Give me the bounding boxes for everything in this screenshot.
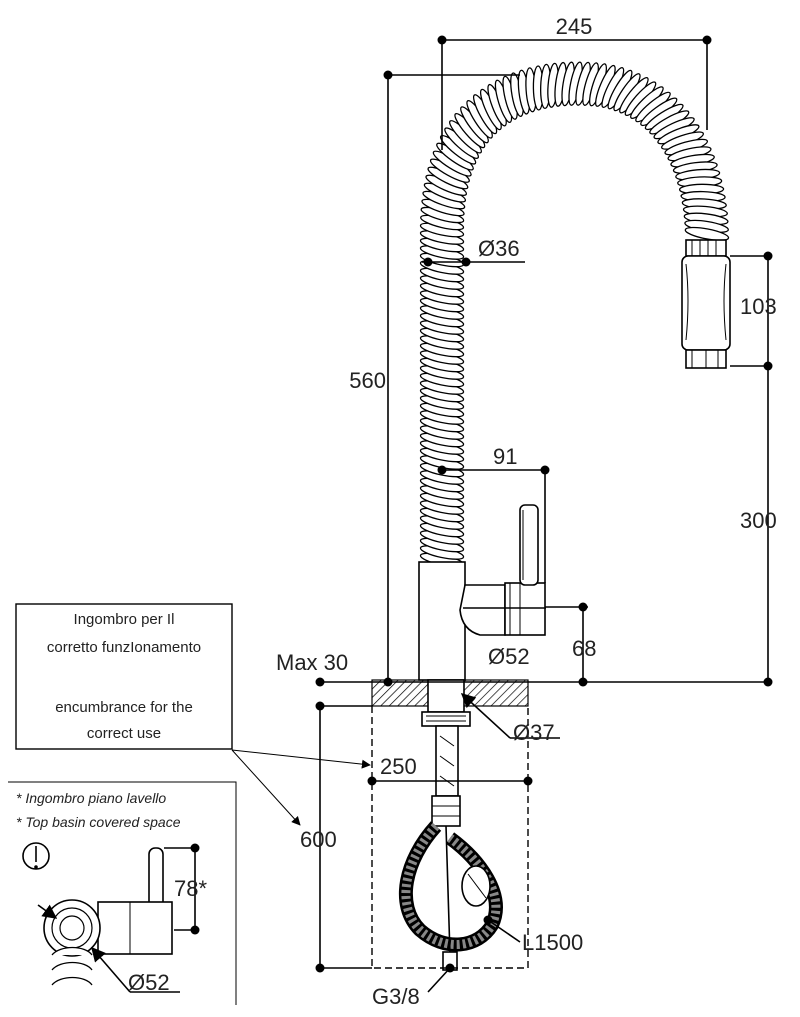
dim-side-lever-height: 78* (174, 876, 207, 901)
legend-line-1: Ingombro per Il (74, 611, 175, 628)
dim-clearance-depth: 600 (300, 827, 337, 852)
dim-hose-length: L1500 (522, 930, 583, 955)
legend-line-4: correct use (87, 725, 161, 742)
dim-max-thickness: Max 30 (276, 650, 348, 675)
dim-reach: 245 (556, 14, 593, 39)
dimension-lines (231, 35, 773, 993)
dim-clearance-width: 250 (380, 754, 417, 779)
faucet-body (418, 504, 546, 681)
dim-spray-height: 300 (740, 508, 777, 533)
spring-coil (684, 226, 730, 241)
spring-hose (419, 61, 730, 568)
dim-shank-diameter: Ø37 (513, 720, 555, 745)
dim-lever-height: 68 (572, 636, 596, 661)
dim-base-diameter: Ø52 (488, 644, 530, 669)
legend-box: Ingombro per Il corretto funzIonamento e… (15, 603, 233, 750)
spray-head (681, 239, 731, 369)
dim-total-height: 560 (349, 368, 386, 393)
dim-spray-head-length: 103 (740, 294, 777, 319)
dimension-labels: 245 560 Ø36 103 300 91 68 Ø52 Max 30 Ø37… (276, 14, 777, 1009)
dim-hose-diameter: Ø36 (478, 236, 520, 261)
dim-side-base-diameter: Ø52 (128, 970, 170, 995)
dim-connection: G3/8 (372, 984, 420, 1009)
legend-line-2: corretto funzIonamento (47, 639, 201, 656)
note-english: * Top basin covered space (16, 814, 181, 830)
side-view-inset: * Ingombro piano lavello * Top basin cov… (8, 781, 237, 1005)
note-italian: * Ingombro piano lavello (16, 790, 166, 806)
under-counter-assembly (398, 679, 503, 971)
dim-lever-offset: 91 (493, 444, 517, 469)
legend-line-3: encumbrance for the (55, 699, 193, 716)
